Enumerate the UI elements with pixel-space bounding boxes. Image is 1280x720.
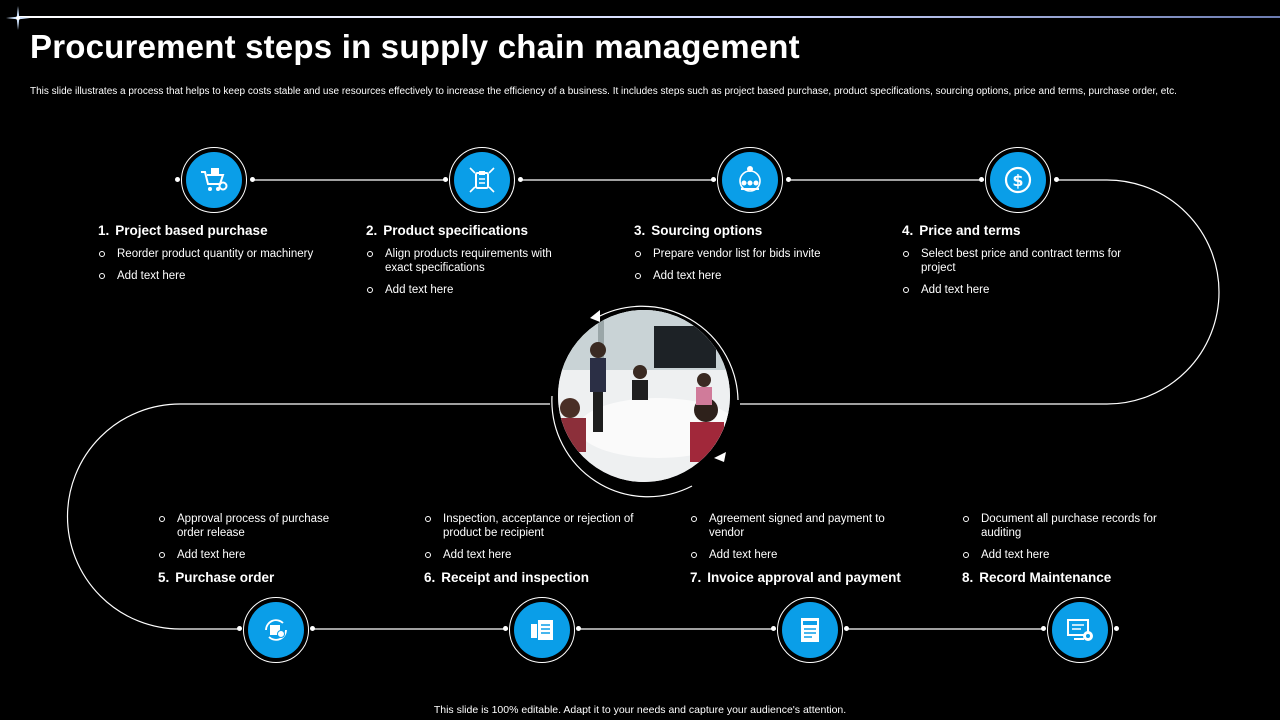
team-meeting-photo: [548, 300, 740, 492]
sparkle-icon: [6, 6, 30, 30]
step-5-title: Purchase order: [175, 570, 275, 585]
step-3-title: Sourcing options: [651, 223, 763, 238]
step-6: Inspection, acceptance or rejection of p…: [424, 512, 664, 585]
step-1: 1.Project based purchase Reorder product…: [98, 223, 338, 291]
svg-text:$: $: [1012, 171, 1023, 190]
step-7-bullet-1: Agreement signed and payment to vendor: [690, 512, 890, 540]
step-8: Document all purchase records for auditi…: [962, 512, 1202, 585]
slide-title: Procurement steps in supply chain manage…: [30, 28, 800, 65]
slide-subtitle: This slide illustrates a process that he…: [30, 86, 1177, 97]
step-2-bullet-2: Add text here: [366, 283, 576, 297]
step-6-bullet-2: Add text here: [424, 548, 639, 562]
top-divider-line: [18, 16, 1280, 18]
step-2-icon-ring: [449, 147, 515, 213]
step-3-icon-ring: [717, 147, 783, 213]
step-7-icon-ring: [777, 597, 843, 663]
clipboard-target-icon: [469, 167, 495, 193]
step-7-bullet-2: Add text here: [690, 548, 890, 562]
step-4-bullet-2: Add text here: [902, 283, 1122, 297]
step-2: 2.Product specifications Align products …: [366, 223, 606, 305]
step-1-bullet-1: Reorder product quantity or machinery: [98, 247, 338, 261]
vendor-network-icon: [739, 166, 761, 192]
step-7-title: Invoice approval and payment: [707, 570, 901, 585]
step-5: Approval process of purchase order relea…: [158, 512, 398, 585]
step-1-icon-ring: [181, 147, 247, 213]
cart-gear-icon: [201, 168, 228, 191]
step-1-bullet-2: Add text here: [98, 269, 338, 283]
step-8-bullet-2: Add text here: [962, 548, 1162, 562]
step-2-bullet-1: Align products requirements with exact s…: [366, 247, 576, 275]
step-5-bullet-1: Approval process of purchase order relea…: [158, 512, 358, 540]
step-6-bullet-1: Inspection, acceptance or rejection of p…: [424, 512, 639, 540]
step-4: 4.Price and terms Select best price and …: [902, 223, 1122, 297]
step-6-icon-ring: [509, 597, 575, 663]
step-7: Agreement signed and payment to vendor A…: [690, 512, 901, 585]
record-monitor-icon: [1067, 619, 1093, 641]
slide-footer: This slide is 100% editable. Adapt it to…: [433, 704, 847, 716]
step-4-title: Price and terms: [919, 223, 1021, 238]
step-8-icon-ring: [1047, 597, 1113, 663]
order-cycle-icon: [265, 619, 287, 641]
step-8-title: Record Maintenance: [979, 570, 1112, 585]
step-4-bullet-1: Select best price and contract terms for…: [902, 247, 1122, 275]
step-3-bullet-2: Add text here: [634, 269, 874, 283]
step-8-bullet-1: Document all purchase records for auditi…: [962, 512, 1162, 540]
invoice-icon: [801, 618, 819, 642]
receipt-icon: [531, 620, 553, 640]
step-1-title: Project based purchase: [115, 223, 268, 238]
step-2-title: Product specifications: [383, 223, 529, 238]
step-3: 3.Sourcing options Prepare vendor list f…: [634, 223, 874, 291]
step-5-bullet-2: Add text here: [158, 548, 358, 562]
step-5-icon-ring: [243, 597, 309, 663]
step-3-bullet-1: Prepare vendor list for bids invite: [634, 247, 874, 261]
step-4-icon-ring: $: [985, 147, 1051, 213]
step-6-title: Receipt and inspection: [441, 570, 590, 585]
dollar-coin-icon: $: [1004, 166, 1032, 194]
